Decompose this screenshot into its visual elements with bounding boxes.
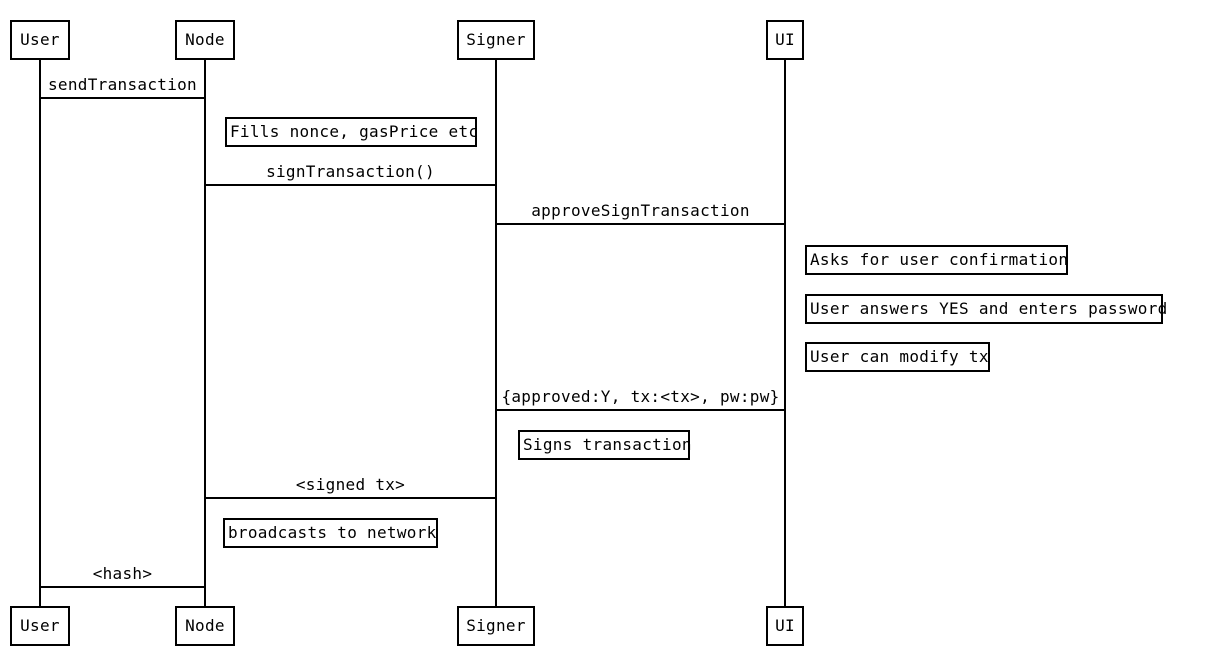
- lifeline-ui: [784, 60, 786, 606]
- lifeline-node: [204, 60, 206, 606]
- note-ui-3: User can modify tx: [805, 342, 990, 372]
- message-label-signer-node: <signed tx>: [295, 475, 406, 494]
- message-line-signer-node: [204, 497, 497, 499]
- actor-head-signer: Signer: [457, 20, 535, 60]
- actor-head-node: Node: [175, 20, 235, 60]
- actor-head-ui: UI: [766, 20, 804, 60]
- note-ui-2: User answers YES and enters password: [805, 294, 1167, 324]
- message-line-node-user: [39, 586, 206, 588]
- note-node-0: Fills nonce, gasPrice etc: [225, 117, 478, 147]
- actor-foot-signer: Signer: [457, 606, 535, 646]
- actor-foot-node: Node: [175, 606, 235, 646]
- actor-head-user: User: [10, 20, 70, 60]
- message-label-ui-signer: {approved:Y, tx:<tx>, pw:pw}: [501, 387, 780, 406]
- actor-foot-user: User: [10, 606, 70, 646]
- message-label-signer-ui: approveSignTransaction: [531, 201, 750, 220]
- note-ui-1: Asks for user confirmation: [805, 245, 1068, 275]
- message-label-node-user: <hash>: [92, 564, 153, 583]
- actor-foot-ui: UI: [766, 606, 804, 646]
- message-line-signer-ui: [495, 223, 786, 225]
- message-line-user-node: [39, 97, 206, 99]
- message-label-node-signer: signTransaction(): [266, 162, 435, 181]
- lifeline-user: [39, 60, 41, 606]
- note-signer-4: Signs transaction: [518, 430, 692, 460]
- message-line-ui-signer: [495, 409, 786, 411]
- lifeline-signer: [495, 60, 497, 606]
- message-line-node-signer: [204, 184, 497, 186]
- note-node-5: broadcasts to network: [223, 518, 438, 548]
- message-label-user-node: sendTransaction: [48, 75, 197, 94]
